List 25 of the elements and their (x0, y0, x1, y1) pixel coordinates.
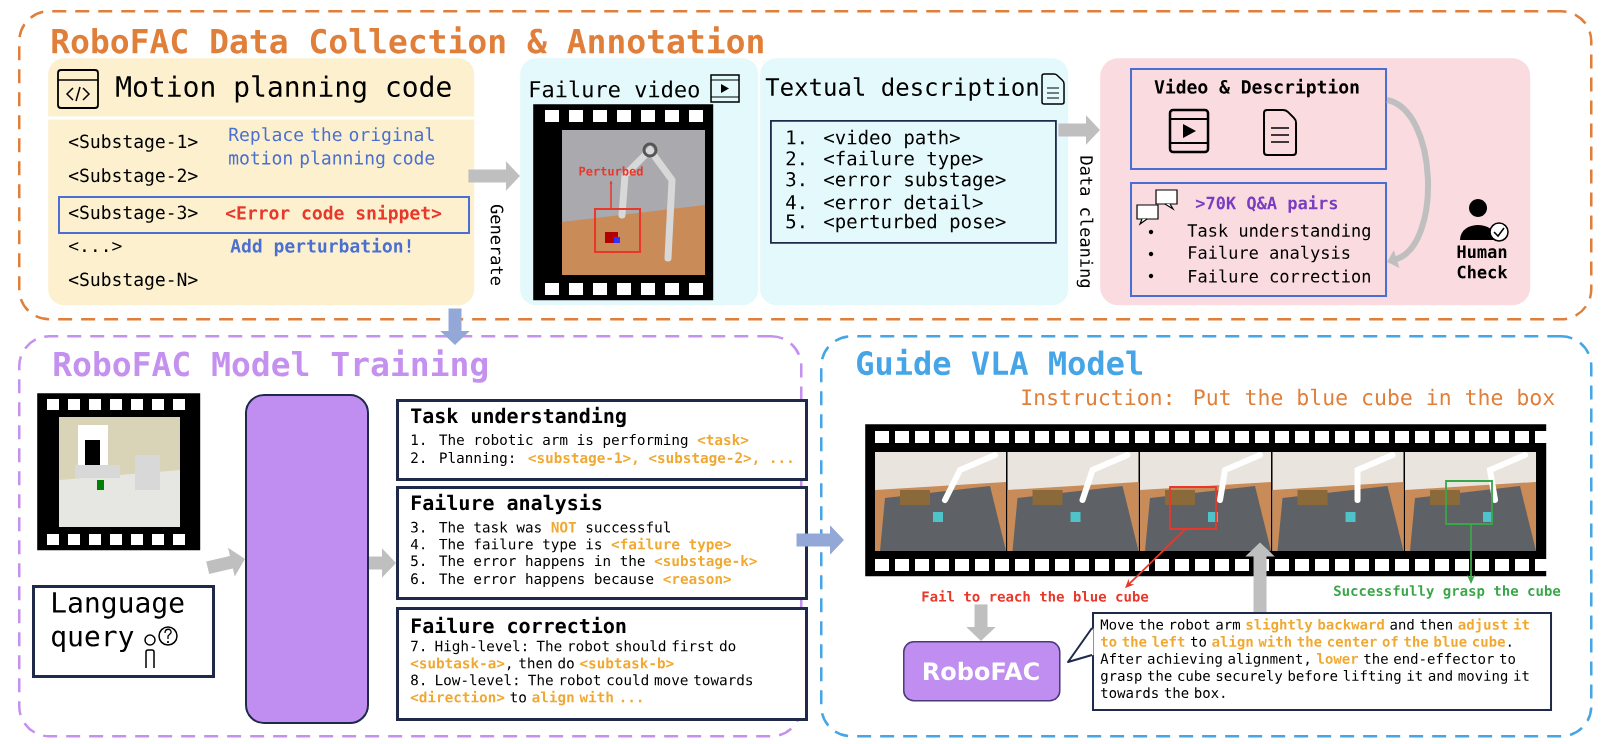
edge-label: Data cleaning (1074, 153, 1096, 291)
qa-box: >70K Q&A pairs Task understanding Failure analysis Failure correction (1130, 182, 1387, 297)
output-box: Task understanding 1. The robotic arm is performing <task> 2. Planning: <substage-1>, <substage-2>, ... (396, 399, 808, 481)
node-label: Textual description (765, 77, 1038, 101)
speech-bubble: Move the robot arm slightly backward and then adjust it to the left to align with the center of the blue cube. After achieving alignment, lower the end-effector to grasp the cube securely before lifting it and moving it towards the box. (1067, 612, 1552, 711)
image-label: Perturbed (579, 166, 643, 176)
model-box: RoboFAC (903, 641, 1061, 702)
annotation-text: Fail to reach the blue cube (922, 590, 1149, 602)
list-box: 1. <video path> 2. <failure type> 3. <error substage> 4. <error detail> 5. <perturbed pose> (770, 120, 1057, 244)
node-label: Failure video (530, 80, 699, 98)
video-frame-drawing (37, 393, 201, 551)
video-frame-drawing (533, 104, 714, 301)
annotation-text: Successfully grasp the cube (1334, 585, 1561, 599)
model-block (245, 394, 369, 724)
arrow (1385, 97, 1431, 268)
instruction-text: Instruction: Put the blue cube in the box (1022, 388, 1555, 406)
query-box: Language query (32, 585, 215, 678)
input-box: Video & Description (1130, 68, 1387, 170)
output-box: Failure analysis 3. The task was NOT successful 4. The failure type is <failure type> 5. The error happens in the <substage-k> 6. The error happens because <reason> (396, 486, 808, 600)
filmstrip-drawing (865, 388, 1555, 577)
highlighted-code-row: <Substage-3> <Error code snippet> (58, 196, 470, 234)
output-box: Failure correction 7. High-level: The robot should first do <subtask-a>, then do <subtask-b> 8. Low-level: The robot could move towards <direction> to align with ... (396, 607, 808, 721)
review-panel (1100, 58, 1531, 306)
edge-label: Generate (488, 202, 506, 288)
arrow (1125, 528, 1186, 588)
